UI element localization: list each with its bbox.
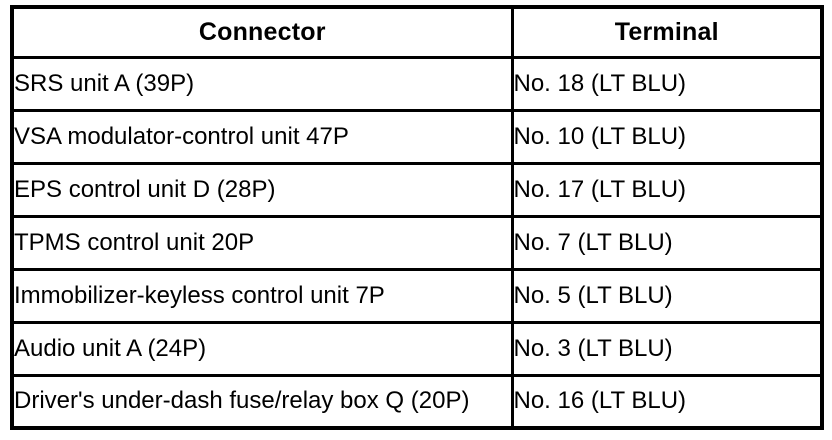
table-row: VSA modulator-control unit 47P No. 10 (L…	[12, 108, 822, 163]
cell-connector: VSA modulator-control unit 47P	[12, 108, 512, 163]
header-row: Connector Terminal	[12, 7, 822, 59]
cell-terminal: No. 5 (LT BLU)	[510, 267, 822, 322]
cell-connector: Audio unit A (24P)	[12, 320, 512, 375]
cell-terminal: No. 16 (LT BLU)	[510, 373, 822, 428]
cell-terminal: No. 18 (LT BLU)	[510, 57, 822, 110]
column-header-terminal: Terminal	[510, 7, 822, 59]
cell-connector: Driver's under-dash fuse/relay box Q (20…	[12, 373, 512, 428]
table-row: Immobilizer-keyless control unit 7P No. …	[12, 267, 822, 322]
cell-terminal: No. 17 (LT BLU)	[510, 161, 822, 216]
table-row: SRS unit A (39P) No. 18 (LT BLU)	[12, 57, 822, 110]
connector-terminal-table: Connector Terminal SRS unit A (39P) No. …	[10, 5, 824, 430]
table-header: Connector Terminal	[12, 7, 822, 59]
cell-connector: TPMS control unit 20P	[12, 214, 512, 269]
cell-terminal: No. 3 (LT BLU)	[510, 320, 822, 375]
table-row: Audio unit A (24P) No. 3 (LT BLU)	[12, 320, 822, 375]
cell-terminal: No. 7 (LT BLU)	[510, 214, 822, 269]
table-body: SRS unit A (39P) No. 18 (LT BLU) VSA mod…	[12, 57, 822, 428]
table-row: Driver's under-dash fuse/relay box Q (20…	[12, 373, 822, 428]
cell-connector: Immobilizer-keyless control unit 7P	[12, 267, 512, 322]
cell-terminal: No. 10 (LT BLU)	[510, 108, 822, 163]
column-header-connector: Connector	[12, 7, 512, 59]
cell-connector: EPS control unit D (28P)	[12, 161, 512, 216]
cell-connector: SRS unit A (39P)	[12, 57, 512, 110]
table-row: EPS control unit D (28P) No. 17 (LT BLU)	[12, 161, 822, 216]
table-row: TPMS control unit 20P No. 7 (LT BLU)	[12, 214, 822, 269]
